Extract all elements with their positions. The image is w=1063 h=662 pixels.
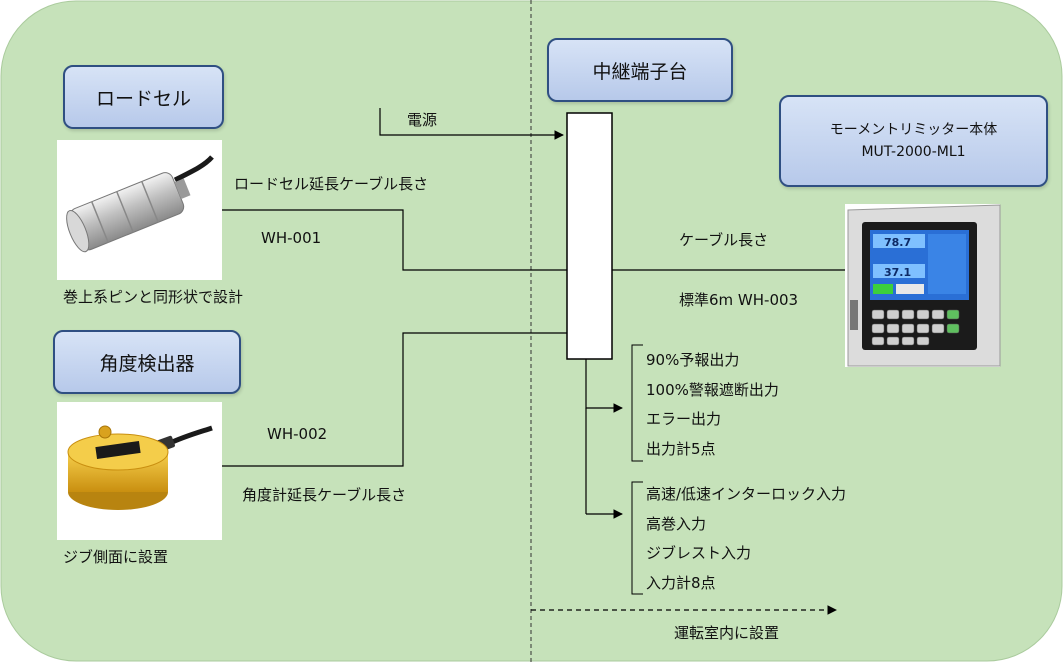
angle-note: ジブ側面に設置 bbox=[63, 548, 169, 566]
power-label: 電源 bbox=[407, 111, 438, 129]
wh001-label: WH-001 bbox=[261, 229, 322, 247]
angle-cable-line bbox=[222, 332, 567, 467]
loadcell-cable-label: ロードセル延長ケーブル長さ bbox=[234, 175, 429, 193]
angle-detector-image bbox=[67, 425, 213, 510]
input-bracket bbox=[631, 481, 643, 595]
moment-limiter-title: モーメントリミッター本体 MUT-2000-ML1 bbox=[779, 95, 1048, 187]
loadcell-image bbox=[66, 155, 214, 253]
list-item: 高速/低速インターロック入力 bbox=[646, 485, 847, 503]
wh002-label: WH-002 bbox=[267, 425, 328, 443]
loadcell-cable-line bbox=[222, 209, 567, 271]
main-unit-image bbox=[845, 204, 1001, 367]
power-line bbox=[379, 108, 564, 140]
standard-label: 標準6m WH-003 bbox=[679, 291, 799, 309]
list-item: 入力計8点 bbox=[646, 573, 716, 592]
screen-value-1: 78.7 bbox=[884, 236, 911, 249]
loadcell-note: 巻上系ピンと同形状で設計 bbox=[63, 288, 244, 306]
screen-value-2: 37.1 bbox=[884, 266, 911, 279]
list-item: 100%警報遮断出力 bbox=[646, 380, 779, 399]
list-item: エラー出力 bbox=[646, 410, 722, 428]
output-list: 90%予報出力 100%警報遮断出力 エラー出力 出力計5点 bbox=[646, 346, 779, 464]
relay-terminal-title: 中継端子台 bbox=[547, 38, 733, 102]
angle-detector-title: 角度検出器 bbox=[53, 330, 241, 394]
list-item: 90%予報出力 bbox=[646, 351, 740, 369]
terminal-block bbox=[566, 112, 613, 360]
cable-length-label: ケーブル長さ bbox=[679, 231, 769, 249]
list-item: 出力計5点 bbox=[646, 439, 716, 458]
list-item: 高巻入力 bbox=[646, 514, 707, 533]
cab-install-label: 運転室内に設置 bbox=[674, 624, 780, 642]
output-bracket bbox=[631, 344, 643, 462]
list-item: ジブレスト入力 bbox=[646, 544, 752, 562]
input-list: 高速/低速インターロック入力 高巻入力 ジブレスト入力 入力計8点 bbox=[646, 480, 846, 598]
loadcell-title: ロードセル bbox=[63, 65, 224, 129]
angle-cable-label: 角度計延長ケーブル長さ bbox=[242, 486, 407, 504]
